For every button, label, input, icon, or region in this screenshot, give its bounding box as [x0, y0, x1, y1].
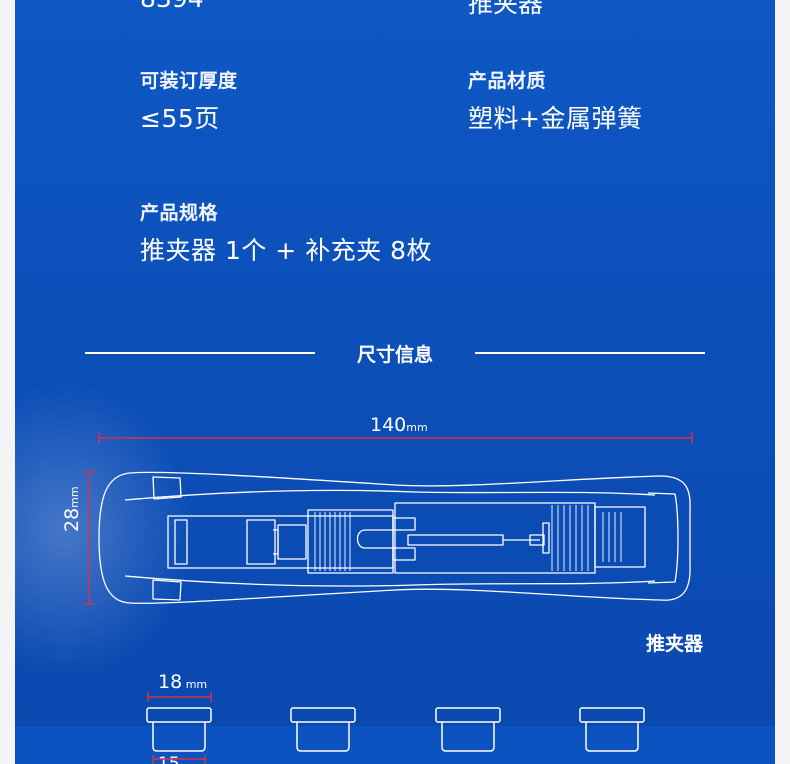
section-title: 尺寸信息: [356, 344, 433, 366]
top-left-tab: [152, 476, 182, 500]
upper-groove: [124, 489, 656, 501]
dimension-lines: [83, 432, 693, 764]
slider-block: [246, 519, 276, 565]
divider-left: [85, 352, 315, 354]
clip-width-value: 18: [158, 671, 183, 693]
spec-label: 产品材质: [468, 70, 547, 92]
slider-rib: [174, 519, 188, 565]
bottom-left-tab: [152, 579, 182, 601]
clip-width-dimension-label: 18 mm: [158, 671, 207, 693]
spec-specification: 产品规格 推夹器 1个 + 补充夹 8枚: [140, 198, 432, 267]
divider-right: [475, 352, 705, 354]
end-block: [594, 506, 646, 568]
spec-value: ≤55页: [140, 104, 220, 133]
spec-thickness: 可装订厚度 ≤55页: [140, 66, 238, 135]
refill-clips: [146, 707, 645, 752]
spec-material: 产品材质 塑料+金属弹簧: [468, 66, 642, 135]
lower-groove: [124, 575, 656, 587]
product-name-value: 推夹器: [468, 0, 544, 18]
slider-frame: [167, 515, 394, 569]
product-spec-panel: 8394 推夹器 可装订厚度 ≤55页 产品材质 塑料+金属弹簧 产品规格 推夹…: [15, 0, 775, 764]
body-outer: [98, 471, 691, 604]
length-unit: mm: [406, 421, 428, 434]
grip-lines: [314, 512, 351, 571]
bottom-strip: [15, 726, 775, 764]
model-number-value: 8394: [140, 0, 204, 13]
guide-upper: [392, 517, 416, 531]
guide-lower: [392, 547, 416, 561]
spring-stop: [529, 534, 545, 546]
spec-label: 可装订厚度: [140, 70, 238, 92]
end-grip-lines: [551, 505, 589, 571]
stapler-outline: [98, 471, 691, 604]
refill-clip-icon: [146, 707, 212, 752]
slider-notch: [277, 524, 307, 560]
spec-label: 产品规格: [140, 202, 219, 224]
clip-width-unit: mm: [185, 678, 208, 691]
product-line-drawing: [83, 432, 693, 764]
spring-plate: [542, 522, 550, 554]
right-end-cap: [647, 492, 679, 584]
slider-step: [273, 529, 279, 555]
spring-channel: [394, 502, 596, 574]
refill-clip-icon: [579, 707, 645, 752]
refill-clip-icon: [290, 707, 356, 752]
refill-clip-icon: [435, 707, 501, 752]
length-value: 140: [370, 414, 407, 436]
length-dimension-label: 140mm: [370, 414, 428, 436]
spec-value: 推夹器 1个 + 补充夹 8枚: [140, 236, 433, 265]
spring-rod: [407, 534, 504, 546]
spec-value: 塑料+金属弹簧: [468, 104, 643, 133]
grip-area: [307, 509, 394, 574]
product-drawing-label: 推夹器: [646, 633, 704, 655]
push-tip: [356, 529, 393, 549]
